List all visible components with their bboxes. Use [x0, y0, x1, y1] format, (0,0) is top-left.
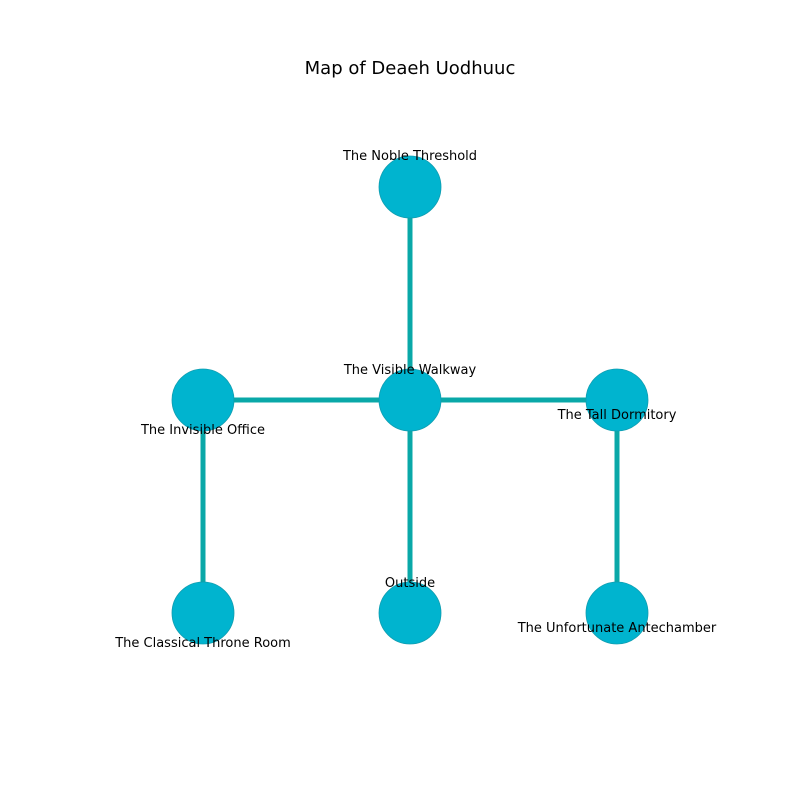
node-label-outside: Outside [385, 576, 435, 591]
nodes-layer [171, 155, 649, 645]
node-noble-threshold [378, 155, 442, 219]
node-label-visible-walkway: The Visible Walkway [343, 363, 477, 378]
node-classical-throne-room [171, 581, 235, 645]
node-tall-dormitory [585, 368, 649, 432]
node-outside [378, 581, 442, 645]
node-label-unfortunate-antechamber: The Unfortunate Antechamber [517, 621, 717, 636]
node-unfortunate-antechamber [585, 581, 649, 645]
node-invisible-office [171, 368, 235, 432]
map-title: Map of Deaeh Uodhuuc [305, 58, 516, 79]
node-visible-walkway [378, 368, 442, 432]
node-label-classical-throne-room: The Classical Throne Room [114, 636, 291, 651]
node-label-noble-threshold: The Noble Threshold [342, 149, 477, 164]
node-label-tall-dormitory: The Tall Dormitory [557, 408, 677, 423]
node-label-invisible-office: The Invisible Office [140, 423, 265, 438]
edges-layer [200, 187, 620, 613]
